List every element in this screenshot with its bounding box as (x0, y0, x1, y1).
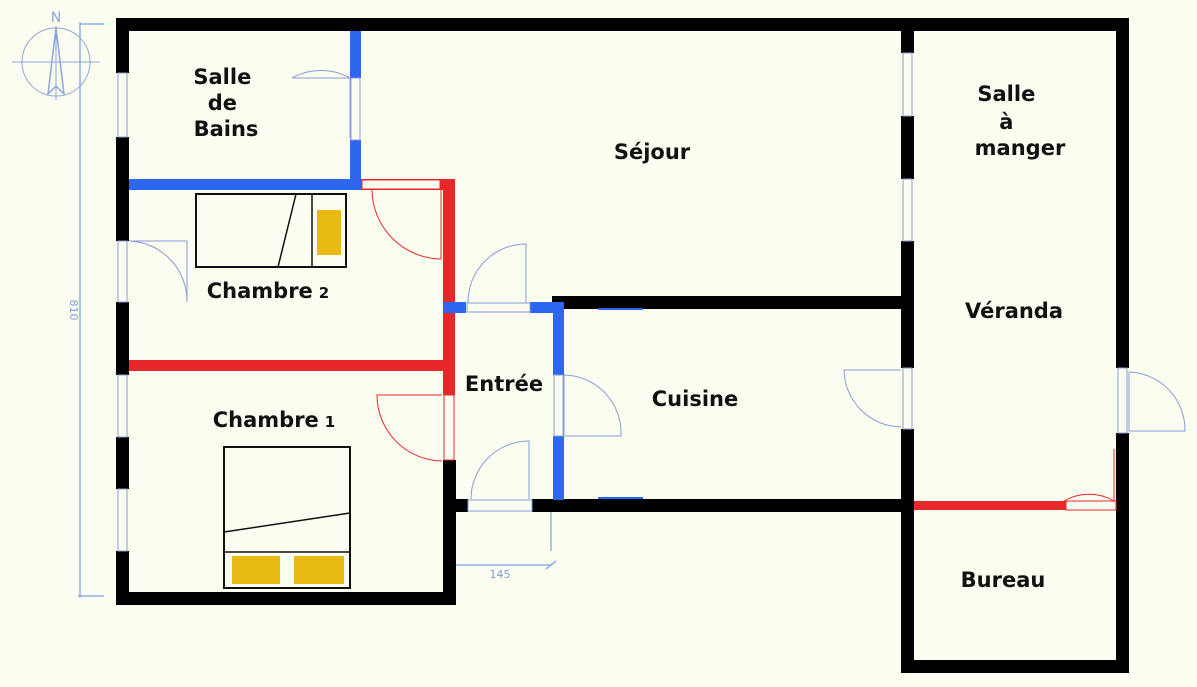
dimension-entree-label: 145 (490, 568, 511, 581)
blue-walls (129, 31, 643, 500)
compass-icon (12, 26, 100, 100)
exterior-walls (116, 18, 1129, 673)
room-label-entree: Entrée (465, 372, 543, 396)
room-label-bureau: Bureau (961, 568, 1046, 592)
bed-chambre-2 (195, 193, 347, 268)
dimension-height (78, 22, 104, 598)
dimension-entree (456, 512, 557, 570)
room-label-sejour: Séjour (614, 140, 691, 164)
dimension-height-label: 810 (67, 300, 80, 321)
door-swings (128, 70, 1186, 502)
bed-chambre-1 (223, 446, 351, 589)
compass-north-label: N (51, 10, 61, 26)
room-label-cuisine: Cuisine (652, 387, 738, 411)
room-label-salle-a-manger: Salle à manger (975, 82, 1066, 160)
red-walls (129, 179, 1066, 510)
room-label-veranda: Véranda (965, 299, 1063, 323)
room-label-salle-de-bains: Salle de Bains (193, 65, 258, 141)
windows (117, 52, 1128, 552)
